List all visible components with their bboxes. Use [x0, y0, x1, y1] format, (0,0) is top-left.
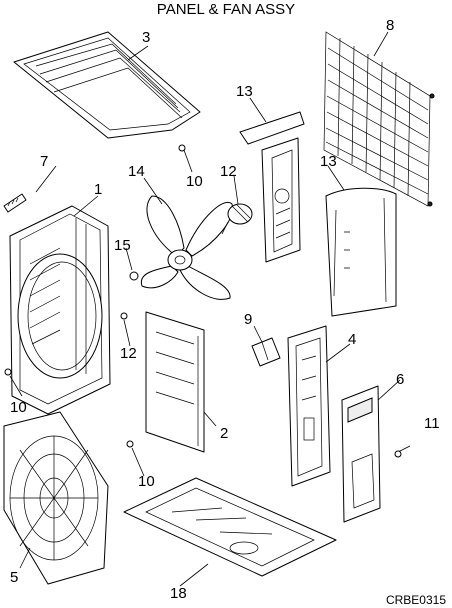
callout-16: 14: [128, 163, 145, 180]
part-side-panel: [325, 187, 397, 317]
part-motor-bracket: [239, 111, 305, 263]
callout-15: 13: [320, 153, 337, 170]
drawing-code: CRBE0315: [386, 593, 446, 607]
callout-4: 4: [348, 331, 356, 348]
callout-12: 12: [120, 345, 137, 362]
callout-10-top: 10: [186, 173, 203, 190]
callout-18: 18: [170, 585, 187, 602]
screw-markers: [4, 144, 186, 448]
part-service-panel: [145, 311, 205, 453]
part-base-pan: [123, 477, 337, 577]
callout-10-bottom: 10: [138, 473, 155, 490]
diagram-title: PANEL & FAN ASSY: [157, 1, 295, 18]
part-wire-grille: [323, 31, 435, 207]
part-fan-blade: [140, 195, 233, 300]
callout-3: 3: [142, 29, 150, 46]
callout-7: 7: [40, 153, 48, 170]
callout-11: 11: [424, 415, 440, 432]
part-fan-motor: [221, 203, 253, 235]
part-nut: [129, 271, 139, 281]
callout-6: 6: [396, 371, 404, 388]
callout-13: 13: [236, 83, 253, 100]
part-front-frame: [9, 205, 111, 415]
callout-8: 8: [386, 17, 394, 34]
callout-10-left: 10: [10, 399, 27, 416]
callout-labels: 3 8 13 7 1 14 10 12 13 15 9 4 12 6 10 11…: [10, 17, 440, 602]
part-top-panel: [13, 31, 201, 139]
callout-1: 1: [94, 181, 102, 198]
part-clip: [3, 193, 27, 213]
callout-5: 5: [10, 569, 18, 586]
part-terminal-cover: [341, 385, 381, 523]
part-partition: [287, 325, 331, 487]
part-small-bracket: [251, 337, 281, 367]
callout-9: 9: [244, 311, 252, 328]
callout-2: 2: [220, 425, 228, 442]
callout-14: 12: [220, 163, 237, 180]
part-fan-guard: [3, 411, 109, 585]
callout-17: 15: [114, 237, 131, 254]
part-screw-11: [394, 445, 411, 458]
leader-lines: [9, 31, 401, 587]
